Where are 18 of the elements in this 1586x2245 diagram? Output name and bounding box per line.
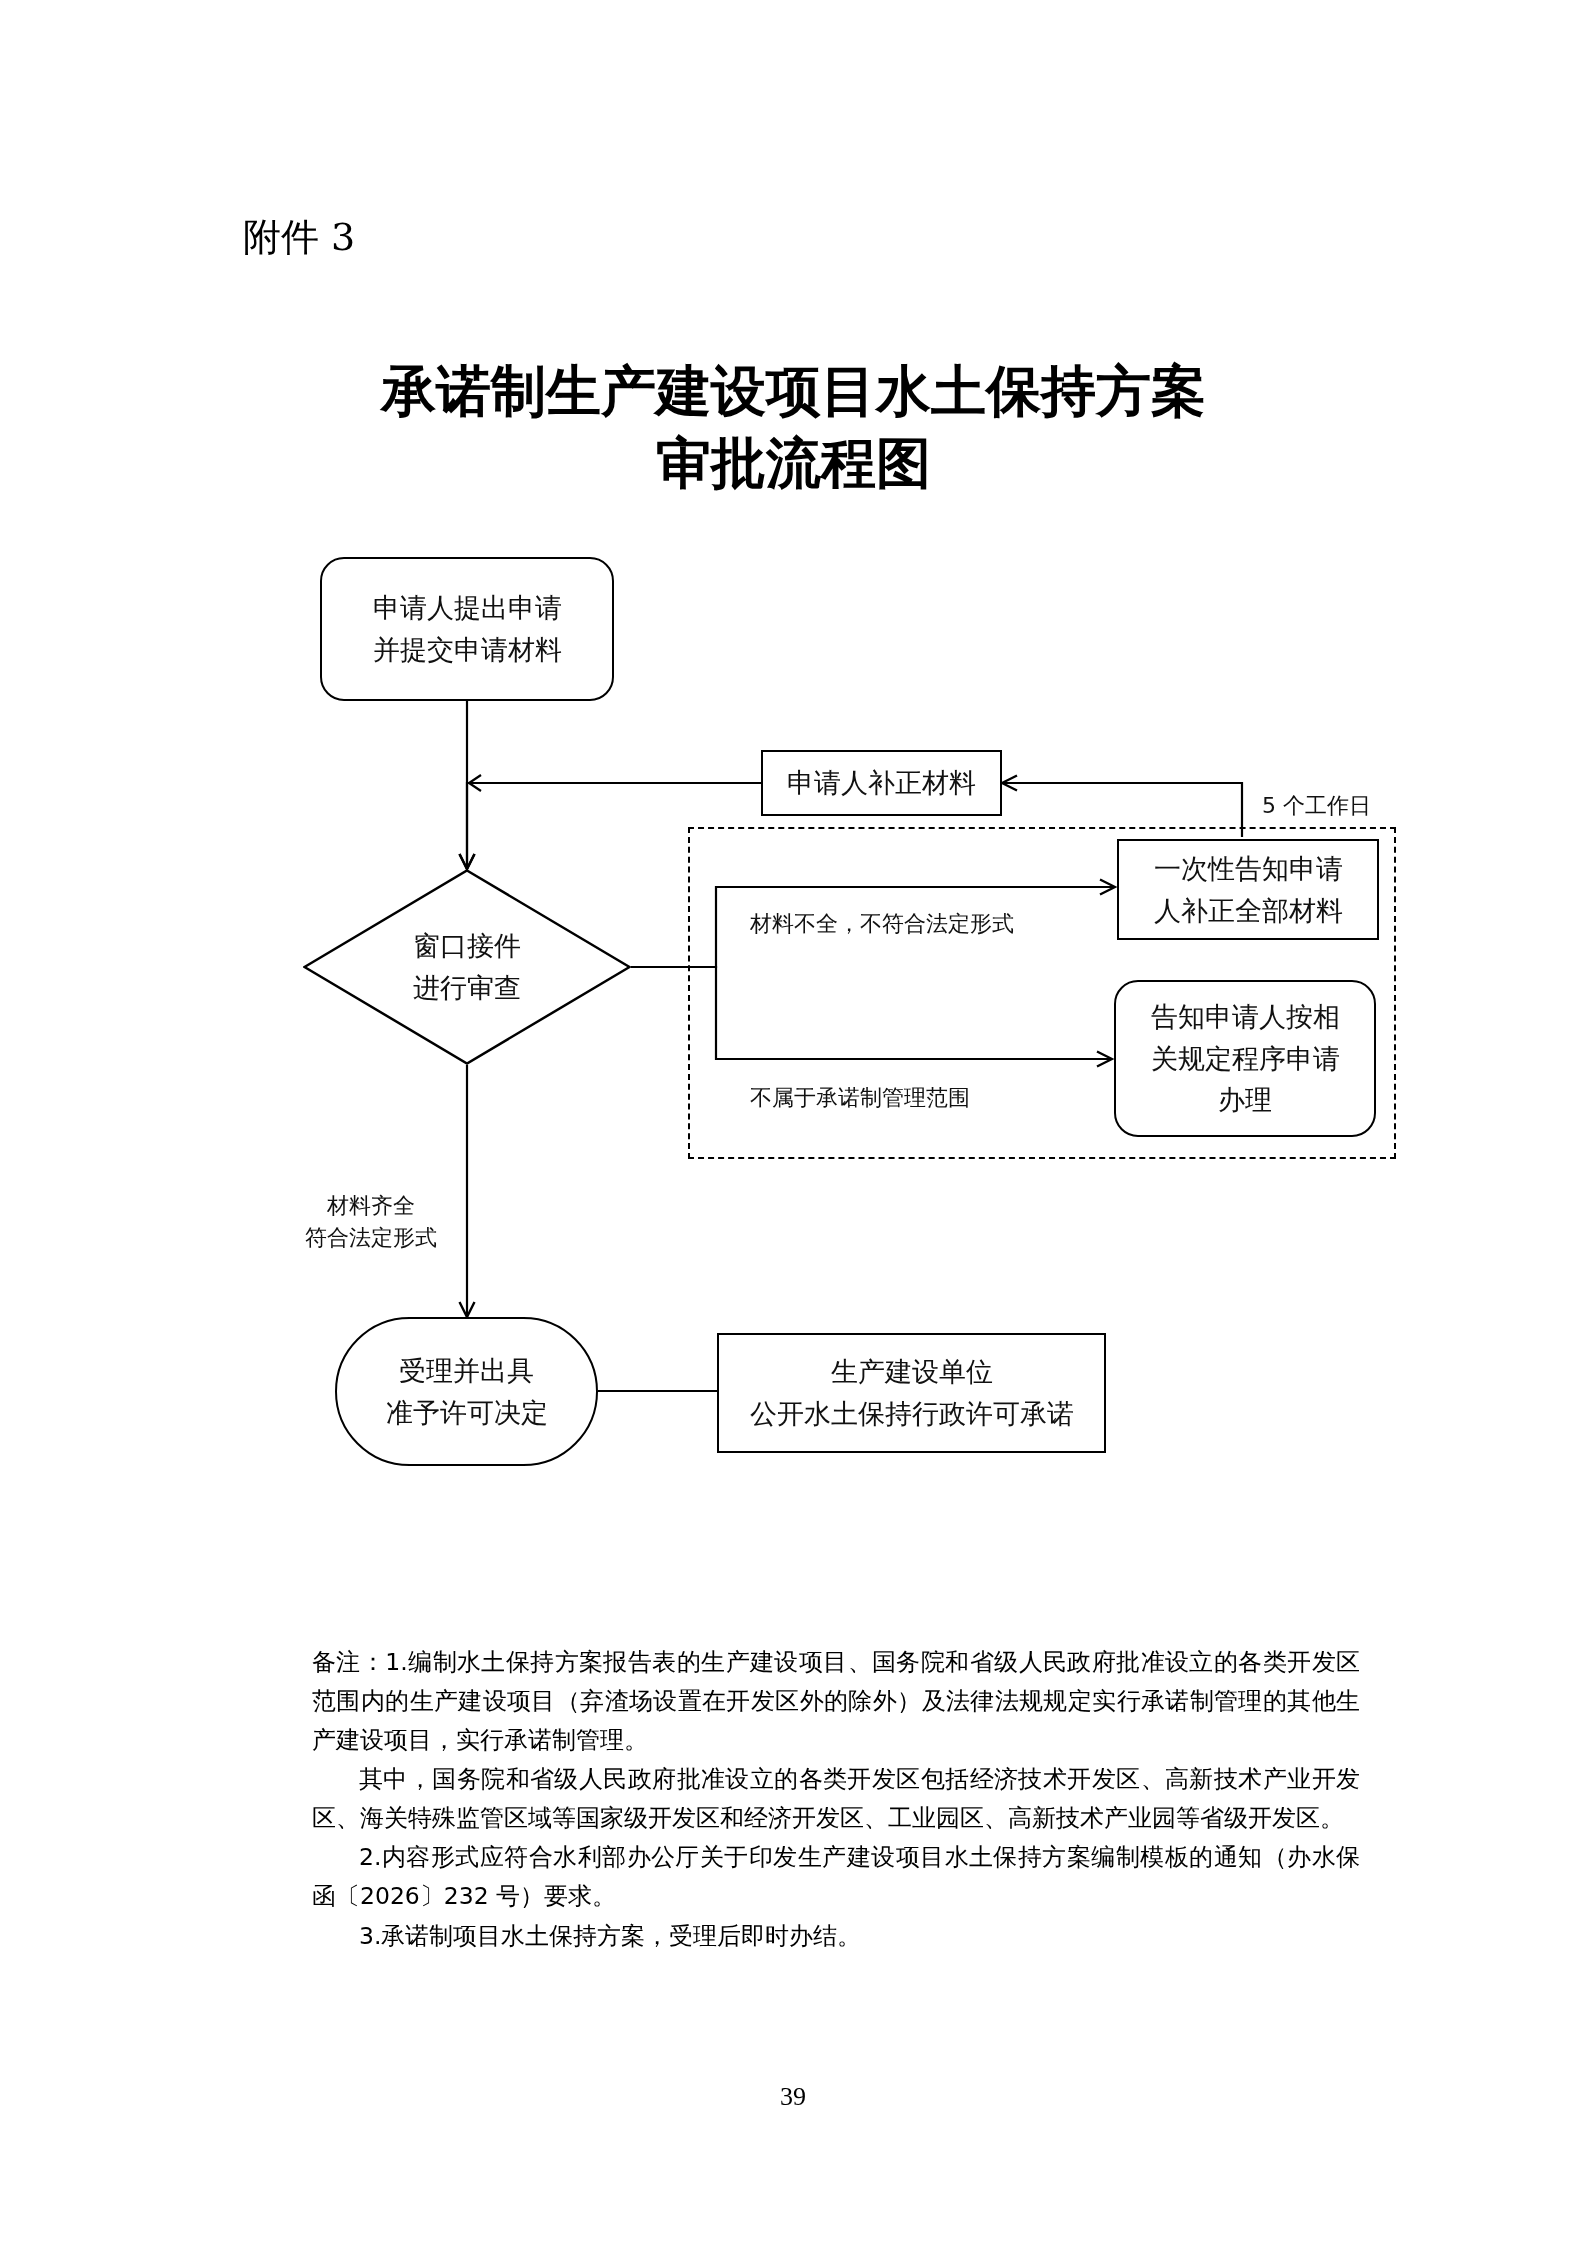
- rounded-process-box: 告知申请人按相关规定程序申请办理: [1114, 980, 1376, 1137]
- note-paragraph: 备注：1.编制水土保持方案报告表的生产建设项目、国务院和省级人民政府批准设立的各类开发区范围内的生产建设项目（弃渣场设置在开发区外的除外）及法律法规规定实行承诺制管理的其他生产建设项目，实行承诺制管理。: [312, 1647, 1360, 1756]
- note-paragraph: 3.承诺制项目水土保持方案，受理后即时办结。: [358, 1921, 863, 1952]
- process-box: 生产建设单位公开水土保持行政许可承诺: [717, 1333, 1106, 1453]
- connector-line: [598, 1389, 717, 1393]
- edge-label: 材料齐全符合法定形式: [304, 1192, 438, 1252]
- process-box: 申请人补正材料: [761, 750, 1002, 816]
- title: 承诺制生产建设项目水土保持方案审批流程图: [379, 357, 1207, 497]
- terminal-box: 受理并出具准予许可决定: [335, 1317, 598, 1466]
- page-number: 39: [779, 2082, 807, 2112]
- arrow: [458, 1065, 476, 1319]
- attachment-label: 附件 3: [243, 214, 356, 261]
- rounded-process-box: 申请人提出申请并提交申请材料: [320, 557, 614, 701]
- arrow: [458, 774, 761, 871]
- process-box: 一次性告知申请人补正全部材料: [1117, 839, 1379, 940]
- note-paragraph: 2.内容形式应符合水利部办公厅关于印发生产建设项目水土保持方案编制模板的通知（办水保函〔2026〕232 号）要求。: [312, 1842, 1360, 1912]
- decision-diamond: 窗口接件进行审查: [303, 869, 631, 1065]
- note-paragraph: 其中，国务院和省级人民政府批准设立的各类开发区包括经济技术开发区、高新技术产业开发区、海关特殊监管区域等国家级开发区和经济开发区、工业园区、高新技术产业园等省级开发区。: [312, 1764, 1360, 1834]
